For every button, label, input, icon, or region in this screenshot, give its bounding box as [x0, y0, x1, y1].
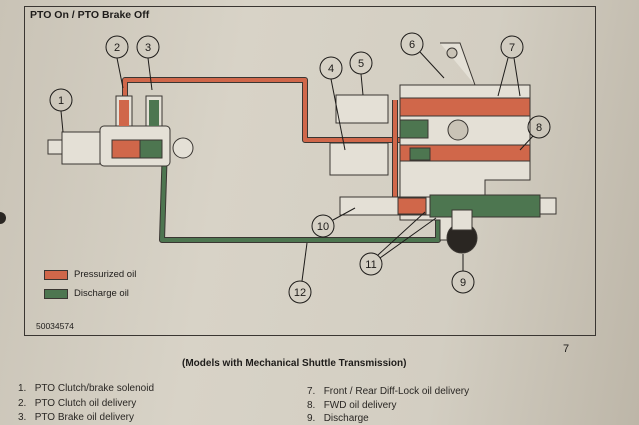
callout-7: 7 [497, 35, 524, 97]
callout-8: 8 [519, 115, 551, 151]
svg-text:2: 2 [114, 42, 120, 54]
parts-list-item: 7. Front / Rear Diff-Lock oil delivery [307, 386, 470, 397]
parts-list-item: 1. PTO Clutch/brake solenoid [18, 383, 155, 394]
solenoid-1 [47, 95, 194, 167]
callout-5: 5 [349, 51, 373, 96]
callout-4: 4 [319, 56, 346, 151]
discharge-line [159, 118, 441, 243]
valve-body-4-5 [329, 94, 389, 176]
figure-caption: (Models with Mechanical Shuttle Transmis… [182, 358, 407, 369]
parts-list-item: 3. PTO Brake oil delivery [18, 412, 134, 423]
valve-block-6 [339, 42, 557, 254]
diagram-title: PTO On / PTO Brake Off [30, 9, 150, 21]
callout-3: 3 [136, 35, 160, 91]
diagram-frame [24, 6, 596, 336]
legend-label-discharge: Discharge oil [74, 288, 129, 299]
callout-10: 10 [311, 207, 356, 238]
parts-list-item: 9. Discharge [307, 413, 369, 424]
svg-text:4: 4 [328, 63, 334, 75]
figure-id: 50034574 [36, 321, 74, 331]
callout-6: 6 [400, 32, 445, 79]
svg-text:11: 11 [365, 259, 376, 271]
parts-list-item: 2. PTO Clutch oil delivery [18, 398, 137, 409]
parts-list-item: 8. FWD oil delivery [307, 400, 397, 411]
svg-text:12: 12 [294, 287, 306, 299]
legend-swatch-pressurized [44, 270, 68, 280]
callout-11: 11 [359, 211, 437, 276]
pressure-line [122, 77, 405, 205]
legend-label-pressurized: Pressurized oil [74, 269, 137, 280]
page-number: 7 [563, 343, 570, 355]
svg-text:5: 5 [358, 58, 364, 70]
svg-text:6: 6 [409, 39, 415, 51]
callout-9: 9 [451, 254, 475, 294]
svg-text:8: 8 [536, 122, 542, 134]
callout-1: 1 [49, 88, 73, 133]
svg-text:9: 9 [460, 277, 466, 289]
svg-text:7: 7 [509, 42, 515, 54]
svg-text:10: 10 [317, 221, 329, 233]
callout-2: 2 [105, 35, 129, 89]
callouts: 1 2 3 4 5 6 7 8 9 10 11 12 [49, 32, 551, 304]
binder-hole [0, 212, 6, 224]
callout-12: 12 [288, 242, 312, 304]
svg-text:3: 3 [145, 42, 151, 54]
legend-swatch-discharge [44, 289, 68, 299]
svg-text:1: 1 [58, 95, 64, 107]
